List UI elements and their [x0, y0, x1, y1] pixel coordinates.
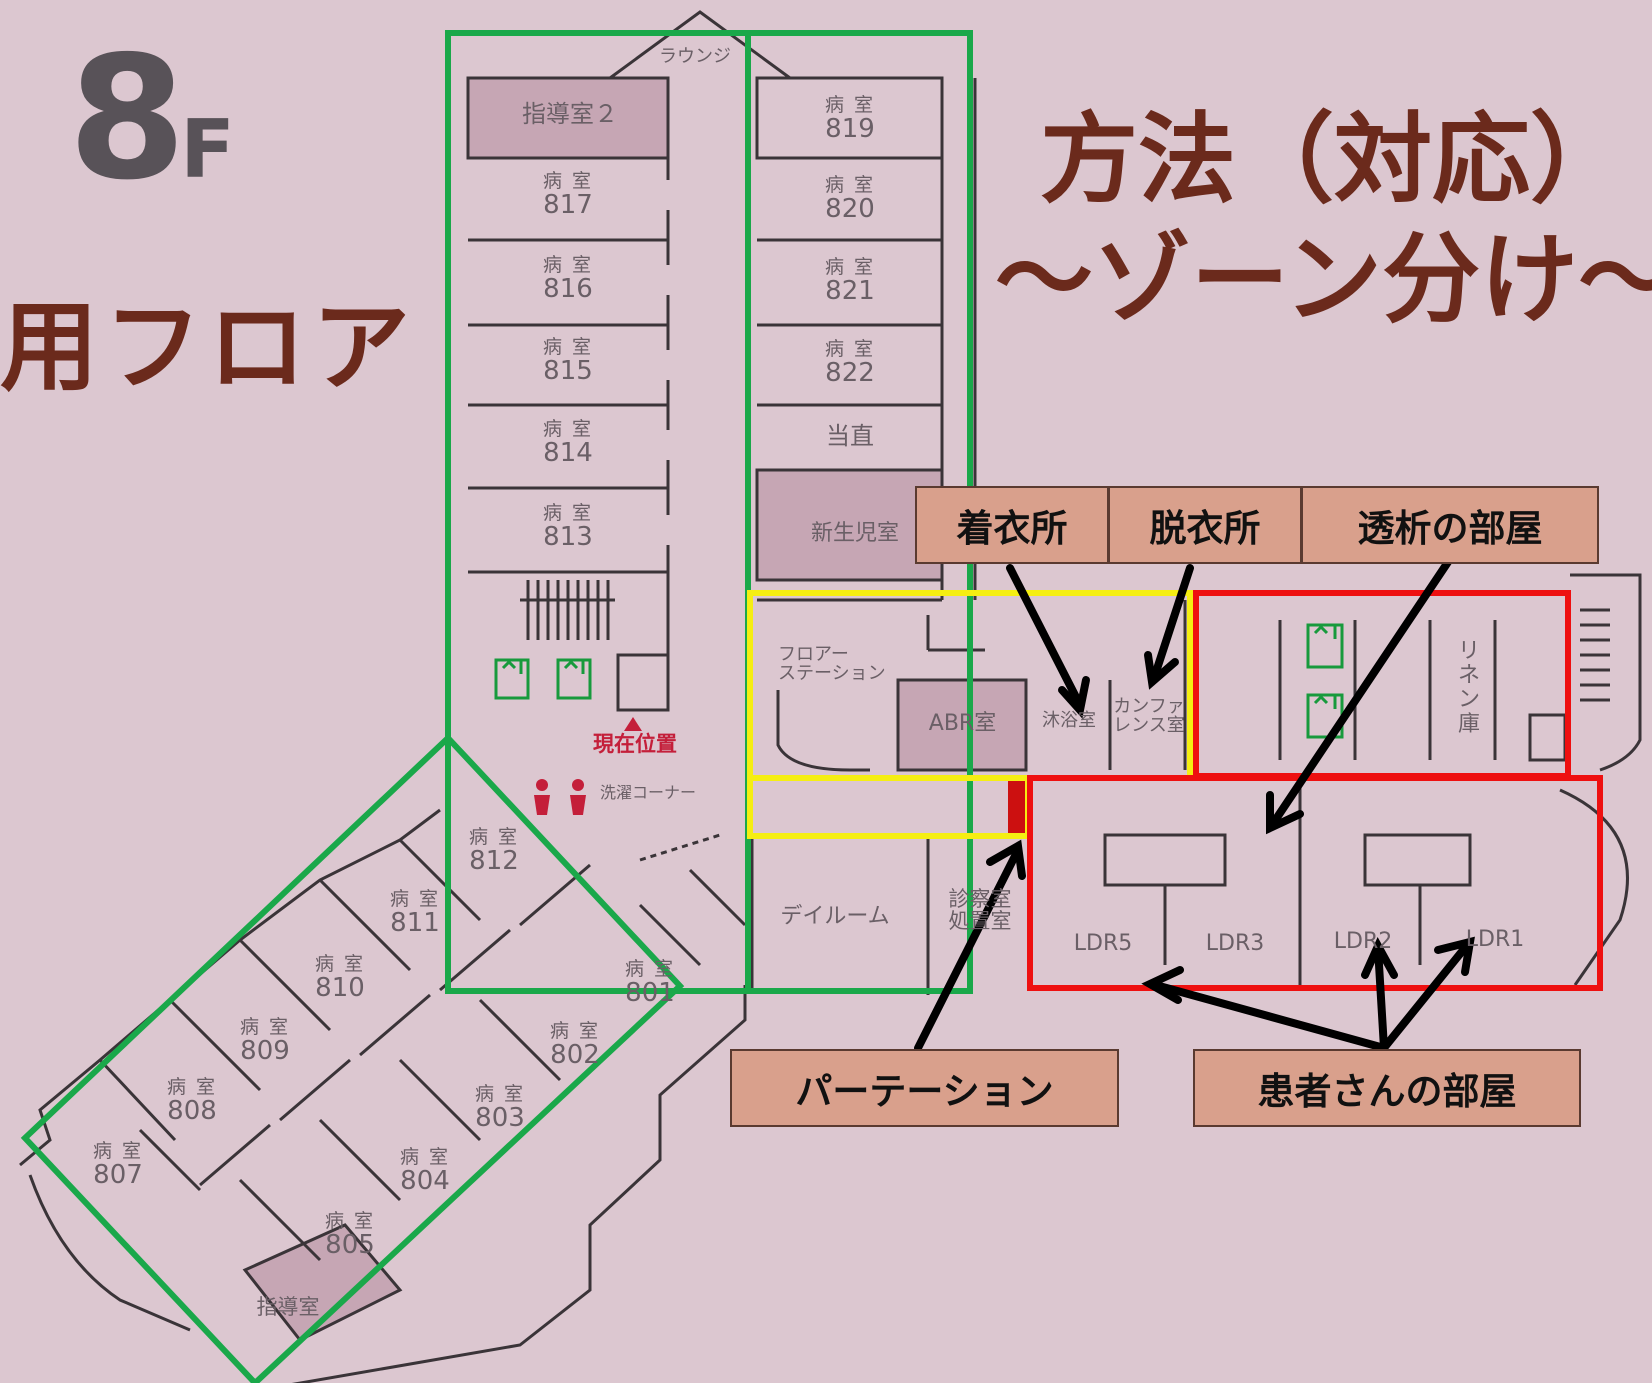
- conference-room-label: カンファ レンス室: [1113, 696, 1185, 736]
- elevator-icon-2: [556, 658, 592, 700]
- tag-undressing: 脱衣所: [1108, 486, 1302, 564]
- zone-red-dialysis: [1193, 590, 1571, 779]
- elevator-icon-3: [1306, 623, 1344, 669]
- linen-room-label: リネン庫: [1457, 639, 1480, 737]
- arrow-patients-ldr3: [1148, 980, 1388, 1052]
- arrow-patients-ldr2: [1374, 944, 1388, 1052]
- arrow-partition: [914, 846, 1022, 1052]
- floor-subtitle: 用フロア: [0, 291, 417, 405]
- abr-room-label: ABR室: [928, 711, 997, 736]
- slide-title-line1: 方法（対応）: [1040, 103, 1629, 217]
- current-location-label: 現在位置: [593, 732, 677, 756]
- tag-dialysis: 透析の部屋: [1301, 486, 1599, 564]
- lounge-outline: [609, 10, 791, 80]
- partition-marker: [1008, 780, 1030, 838]
- tag-patients-rooms: 患者さんの部屋: [1193, 1049, 1581, 1127]
- tag-partition: パーテーション: [730, 1049, 1119, 1127]
- ldr2-label: LDR2: [1333, 929, 1393, 954]
- floor-station-label: フロアー ステーション: [778, 644, 886, 684]
- floor-number: 8F: [68, 20, 235, 218]
- exam-room-label: 診察室 処置室: [948, 887, 1012, 934]
- elevator-icon-1: [494, 658, 530, 700]
- arrow-dressing: [1006, 564, 1084, 709]
- laundry-corner-label: 洗濯コーナー: [600, 783, 697, 802]
- slide-title-line2: ～ゾーン分け～: [995, 223, 1652, 337]
- duty-room-label: 当直: [826, 422, 874, 450]
- guide1-room: [242, 1223, 403, 1342]
- guide2-label: 指導室２: [522, 100, 618, 128]
- ldr3-label: LDR3: [1205, 931, 1265, 956]
- stairs-left: [520, 580, 615, 640]
- ldr5-label: LDR5: [1073, 931, 1133, 956]
- bath-room-label: 沐浴室: [1042, 710, 1096, 731]
- lounge-label: ラウンジ: [659, 46, 731, 67]
- newborn-room-label: 新生児室: [810, 521, 899, 546]
- zone-green-lower: [20, 733, 685, 1383]
- guide1-label: 指導室: [256, 1295, 320, 1319]
- current-location-icon: [624, 717, 642, 731]
- ldr1-label: LDR1: [1465, 927, 1525, 952]
- zone-yellow-partition: [747, 775, 1031, 839]
- stairs-right: [1580, 608, 1610, 702]
- day-room-label: デイルーム: [780, 904, 890, 929]
- arrow-patients-ldr1: [1380, 940, 1472, 1052]
- tag-dressing: 着衣所: [915, 486, 1109, 564]
- newborn-room: [755, 468, 944, 582]
- restroom-icon: [534, 779, 586, 815]
- zone-red-patients: [1027, 775, 1603, 991]
- arrow-dialysis: [1268, 558, 1452, 829]
- arrow-undressing: [1151, 564, 1194, 679]
